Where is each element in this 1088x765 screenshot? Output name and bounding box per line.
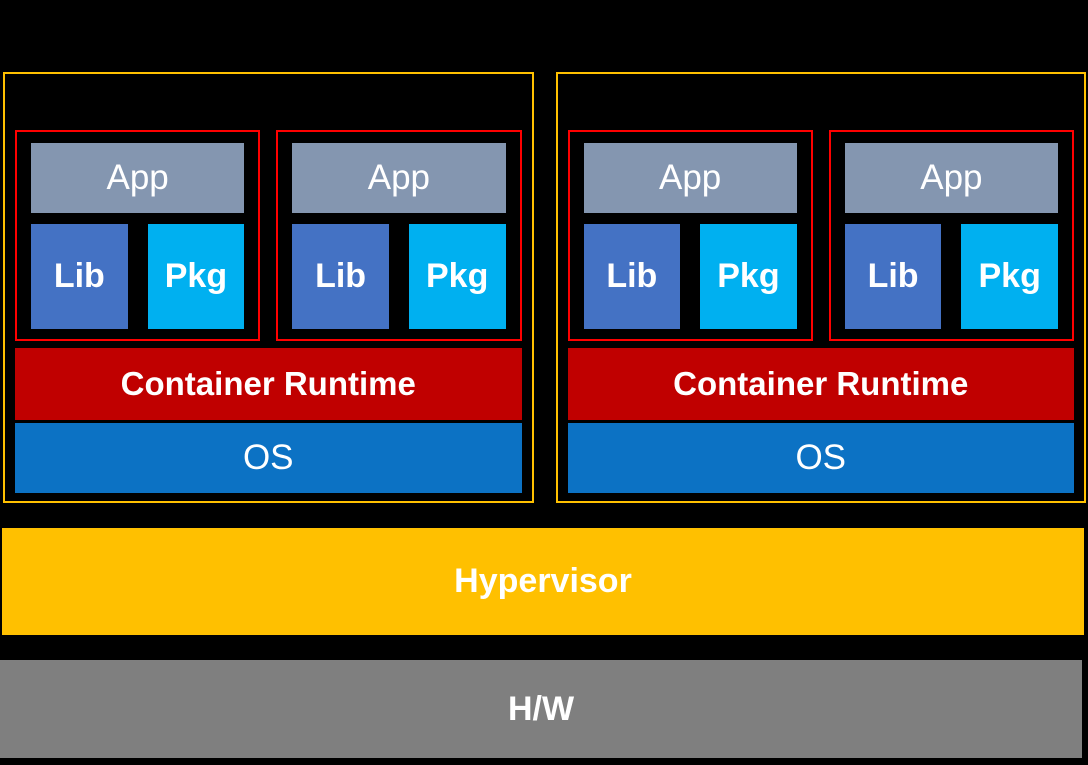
hypervisor-label: Hypervisor <box>454 562 632 600</box>
container-box: App Lib Pkg <box>828 130 1074 341</box>
app-block: App <box>31 143 245 213</box>
app-label: App <box>658 158 722 197</box>
app-block: App <box>844 143 1058 213</box>
app-label: App <box>920 158 983 197</box>
pkg-label: Pkg <box>717 257 780 295</box>
lib-block: Lib <box>583 224 681 329</box>
container-box: App Lib Pkg <box>567 130 813 341</box>
lib-label: Lib <box>606 257 658 295</box>
pkg-block: Pkg <box>147 224 245 329</box>
vm1-containers-row: App Lib Pkg App <box>15 130 522 341</box>
hardware-label: H/W <box>507 689 575 728</box>
pkg-block: Pkg <box>961 224 1058 329</box>
app-block: App <box>292 143 506 213</box>
hardware-bar: H/W <box>0 660 1082 758</box>
vm-row: App Lib Pkg App <box>3 72 1086 503</box>
lib-block: Lib <box>292 224 389 329</box>
pkg-block: Pkg <box>700 224 797 329</box>
os-bar: OS <box>15 423 522 493</box>
container-runtime-bar: Container Runtime <box>15 348 522 420</box>
container-box: App Lib Pkg <box>276 130 522 341</box>
os-bar: OS <box>567 423 1074 493</box>
os-label: OS <box>242 438 294 477</box>
lib-label: Lib <box>315 257 367 295</box>
vm2-containers-row: App Lib Pkg App <box>567 130 1074 341</box>
hypervisor-bar: Hypervisor <box>2 528 1084 635</box>
app-block: App <box>583 143 797 213</box>
vm-box-2: App Lib Pkg App <box>555 72 1086 503</box>
libpkg-row: Lib Pkg <box>31 224 245 329</box>
container-runtime-label: Container Runtime <box>120 365 416 402</box>
pkg-block: Pkg <box>408 224 506 329</box>
vm-box-1: App Lib Pkg App <box>3 72 534 503</box>
pkg-label: Pkg <box>978 257 1041 295</box>
lib-label: Lib <box>867 257 919 295</box>
libpkg-row: Lib Pkg <box>292 224 506 329</box>
app-label: App <box>106 158 169 197</box>
os-label: OS <box>795 438 847 477</box>
container-box: App Lib Pkg <box>15 130 261 341</box>
lib-label: Lib <box>53 257 105 295</box>
libpkg-row: Lib Pkg <box>583 224 797 329</box>
pkg-label: Pkg <box>426 257 489 295</box>
lib-block: Lib <box>844 224 942 329</box>
pkg-label: Pkg <box>164 257 228 295</box>
container-runtime-bar: Container Runtime <box>567 348 1074 420</box>
container-runtime-label: Container Runtime <box>673 365 969 402</box>
libpkg-row: Lib Pkg <box>844 224 1058 329</box>
lib-block: Lib <box>31 224 128 329</box>
app-label: App <box>367 158 431 197</box>
